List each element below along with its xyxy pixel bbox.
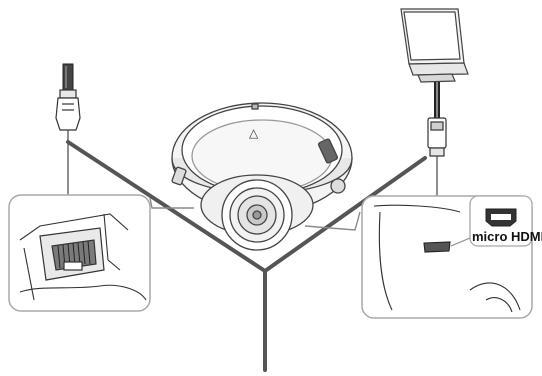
micro-hdmi-detail-panel: micro HDMI	[361, 195, 542, 319]
micro-hdmi-label: micro HDMI	[472, 229, 542, 244]
leader-lines	[149, 197, 361, 231]
network-cable	[62, 63, 74, 91]
connection-lines	[66, 140, 427, 372]
rj45-port-icon	[39, 227, 105, 281]
monitor-icon	[400, 8, 469, 83]
front-direction-mark: △	[249, 126, 259, 140]
rj45-detail-panel	[8, 194, 151, 312]
dome-camera	[171, 102, 353, 251]
micro-hdmi-port-icon	[423, 241, 451, 253]
